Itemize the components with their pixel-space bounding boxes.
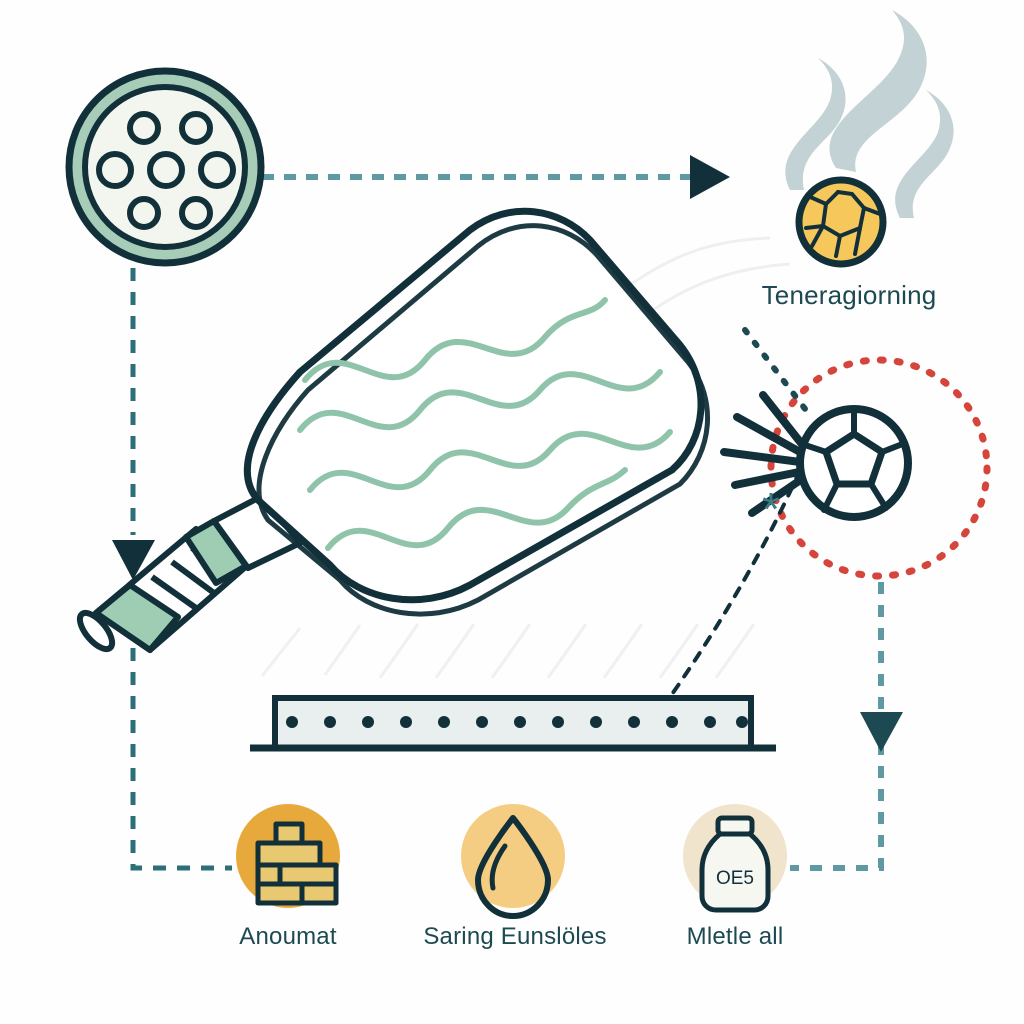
- bottom-item-3-label: Mletle all: [686, 923, 784, 950]
- paddle-wave-lines: [297, 297, 673, 551]
- bottom-item-3[interactable]: OE5: [683, 804, 787, 913]
- honeycomb-ball-icon: [795, 176, 887, 268]
- asterisk-marker: *: [762, 483, 780, 535]
- connector-impact-orbit: [767, 356, 991, 580]
- brick-stack-icon: [255, 821, 339, 906]
- motion-lines: [260, 236, 791, 679]
- honeycomb-ball-group: [785, 10, 954, 268]
- paddle-handle: [76, 493, 303, 653]
- connector-steaming-ball-to-impact-ball: [742, 327, 815, 421]
- connector-impact-ball-to-bottom-right: [790, 582, 903, 871]
- connector-disc-to-steaming-ball: [262, 155, 730, 199]
- perforated-circle-icon: [65, 67, 265, 267]
- connector-impact-ball-to-rail: [666, 468, 802, 702]
- soccer-ball-icon: [796, 405, 912, 521]
- impact-lines: [720, 391, 805, 517]
- rail-dots: [286, 716, 748, 728]
- paddle-icon: [76, 207, 711, 653]
- jar-label: OE5: [716, 868, 754, 889]
- water-droplet-icon: [475, 815, 551, 919]
- rail-icon: [250, 695, 776, 752]
- steaming-ball-label: Teneragiorning: [761, 280, 937, 310]
- impact-ball-group: *: [720, 391, 912, 535]
- connector-disc-to-paddle-handle: [112, 268, 155, 580]
- bottom-item-2[interactable]: [461, 804, 565, 919]
- bottom-item-1-label: Anoumat: [239, 923, 337, 950]
- paddle-blade: [244, 207, 711, 617]
- jar-icon: OE5: [699, 815, 771, 913]
- bottom-item-1[interactable]: [236, 804, 340, 908]
- bottom-item-2-label: Saring Eunslöles: [423, 923, 607, 950]
- connector-paddle-to-bottom-left: [130, 600, 232, 871]
- steam-wisps: [785, 10, 954, 218]
